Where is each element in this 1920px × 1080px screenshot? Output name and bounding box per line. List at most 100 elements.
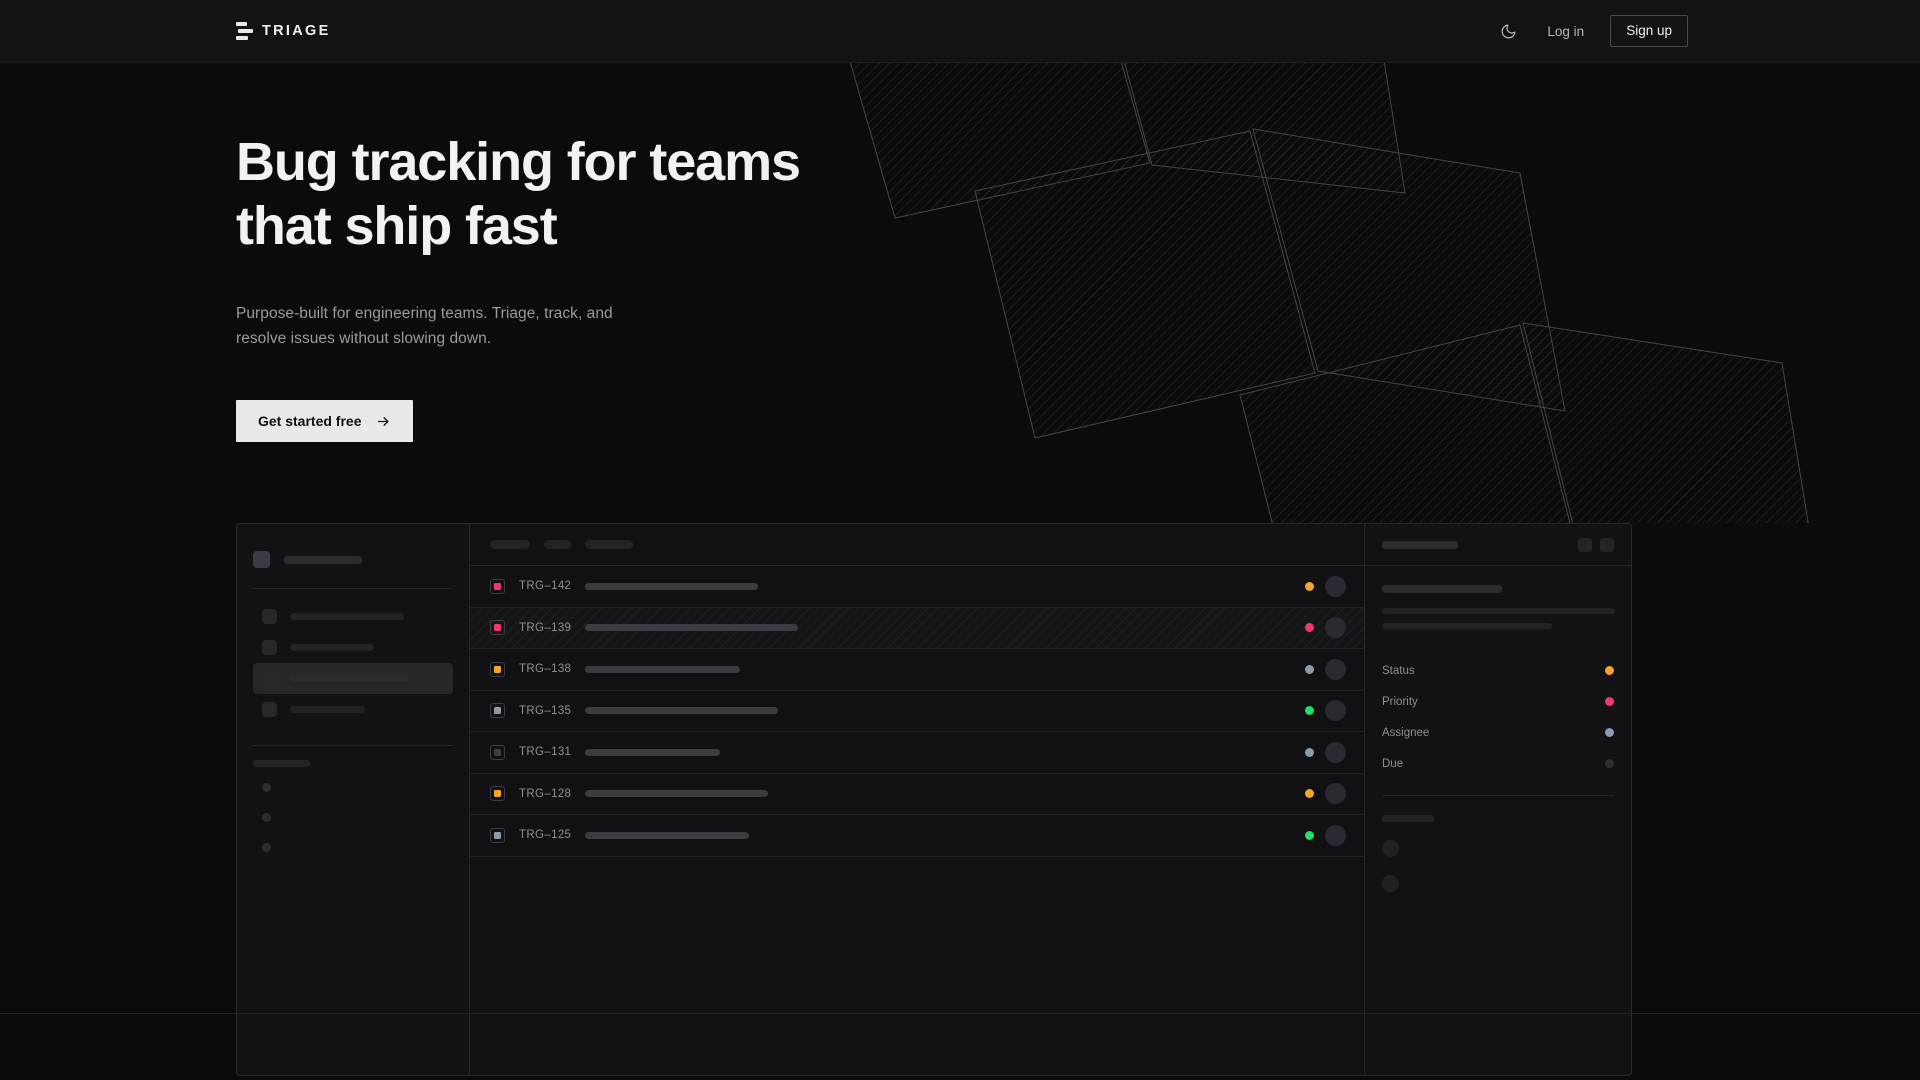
status-dot[interactable] (1305, 581, 1314, 591)
nav-item-icon (262, 640, 277, 655)
detail-meta-row[interactable]: Status (1382, 655, 1614, 686)
nav-item-icon (262, 609, 277, 624)
issue-row-meta (1305, 783, 1346, 805)
issue-title-placeholder (585, 582, 758, 590)
sidebar-divider-top (253, 588, 453, 589)
issue-title-placeholder (585, 748, 720, 756)
sidebar-nav-item-4[interactable] (253, 694, 453, 725)
priority-badge-icon[interactable] (490, 620, 505, 636)
issue-row-meta (1305, 617, 1346, 639)
signup-button[interactable]: Sign up (1610, 15, 1688, 47)
detail-meta-value-dot (1605, 728, 1614, 737)
issue-id: TRG–138 (519, 663, 572, 676)
detail-meta-row[interactable]: Due (1382, 748, 1614, 779)
detail-meta-row[interactable]: Priority (1382, 686, 1614, 717)
status-dot[interactable] (1305, 830, 1314, 840)
priority-badge-icon[interactable] (490, 703, 505, 719)
detail-meta-label: Due (1382, 757, 1404, 770)
sidebar-nav-item-2[interactable] (253, 632, 453, 663)
detail-title-placeholder (1382, 585, 1502, 593)
issue-row-meta (1305, 575, 1346, 597)
detail-header-buttons (1578, 537, 1614, 552)
toolbar-pill[interactable] (585, 540, 633, 549)
status-dot[interactable] (1305, 747, 1314, 757)
detail-action-button[interactable] (1600, 537, 1614, 552)
assignee-avatar[interactable] (1325, 741, 1346, 763)
issue-row-meta (1305, 824, 1346, 846)
status-dot[interactable] (1305, 623, 1314, 633)
issue-row[interactable]: TRG–128 (470, 774, 1364, 815)
cta-label: Get started free (258, 413, 362, 430)
status-dot[interactable] (1305, 664, 1314, 674)
detail-footer (1365, 796, 1631, 892)
nav-item-label-placeholder (290, 675, 409, 682)
priority-badge-icon[interactable] (490, 661, 505, 677)
detail-header-title-placeholder (1382, 540, 1458, 549)
sidebar-dot[interactable] (262, 843, 271, 852)
sidebar-nav-item-3[interactable] (253, 663, 453, 694)
detail-meta-label: Priority (1382, 695, 1418, 708)
status-dot[interactable] (1305, 706, 1314, 716)
detail-meta-value-dot (1605, 759, 1614, 768)
moon-icon[interactable] (1491, 14, 1525, 48)
issue-title-placeholder (585, 665, 740, 673)
issue-row-meta (1305, 741, 1346, 763)
login-link[interactable]: Log in (1547, 23, 1585, 39)
detail-header (1365, 524, 1631, 566)
issue-title-placeholder (585, 707, 778, 715)
issue-id: TRG–125 (519, 829, 572, 842)
mockup-toolbar (470, 524, 1364, 566)
detail-divider (1382, 795, 1614, 796)
nav-item-icon (262, 671, 277, 686)
detail-text-line (1382, 623, 1552, 629)
hero-text-block: Bug tracking for teams that ship fast Pu… (236, 131, 996, 443)
issue-id: TRG–128 (519, 787, 572, 800)
sidebar-dot[interactable] (262, 783, 271, 792)
sidebar-dot[interactable] (262, 813, 271, 822)
assignee-avatar[interactable] (1325, 658, 1346, 680)
status-dot[interactable] (1305, 789, 1314, 799)
workspace-avatar (253, 551, 270, 568)
assignee-avatar[interactable] (1325, 824, 1346, 846)
detail-meta-value-dot (1605, 697, 1614, 706)
detail-footer-avatar[interactable] (1382, 840, 1399, 857)
mockup-nav-list (253, 601, 453, 725)
issue-row[interactable]: TRG–135 (470, 691, 1364, 732)
get-started-button[interactable]: Get started free (236, 400, 414, 443)
toolbar-pill[interactable] (490, 540, 530, 549)
issue-row[interactable]: TRG–142 (470, 566, 1364, 608)
detail-footer-avatars (1382, 840, 1614, 892)
issue-row[interactable]: TRG–138 (470, 649, 1364, 691)
assignee-avatar[interactable] (1325, 575, 1346, 597)
issue-row[interactable]: TRG–139 (470, 607, 1364, 649)
priority-badge-icon[interactable] (490, 578, 505, 594)
detail-meta-row[interactable]: Assignee (1382, 717, 1614, 748)
sidebar-nav-item-1[interactable] (253, 601, 453, 632)
brand-logo[interactable]: TRIAGE (236, 22, 331, 40)
assignee-avatar[interactable] (1325, 783, 1346, 805)
issue-row-meta (1305, 658, 1346, 680)
sidebar-section-label (253, 760, 310, 767)
issue-title-placeholder (585, 790, 768, 798)
issue-row[interactable]: TRG–125 (470, 815, 1364, 857)
detail-footer-avatar[interactable] (1382, 875, 1399, 892)
issue-title-placeholder (585, 624, 798, 632)
priority-badge-icon[interactable] (490, 786, 505, 802)
assignee-avatar[interactable] (1325, 700, 1346, 722)
detail-action-button[interactable] (1578, 537, 1592, 552)
toolbar-pill[interactable] (544, 540, 571, 549)
sidebar-divider-bottom (253, 745, 453, 746)
nav-item-label-placeholder (290, 644, 374, 651)
nav-actions: Log in Sign up (1491, 14, 1688, 48)
assignee-avatar[interactable] (1325, 617, 1346, 639)
issue-id: TRG–142 (519, 580, 572, 593)
priority-badge-icon[interactable] (490, 744, 505, 760)
page-bottom-divider (0, 1013, 1920, 1014)
brand-name: TRIAGE (262, 23, 331, 39)
issue-row[interactable]: TRG–131 (470, 732, 1364, 774)
priority-badge-icon[interactable] (490, 827, 505, 843)
